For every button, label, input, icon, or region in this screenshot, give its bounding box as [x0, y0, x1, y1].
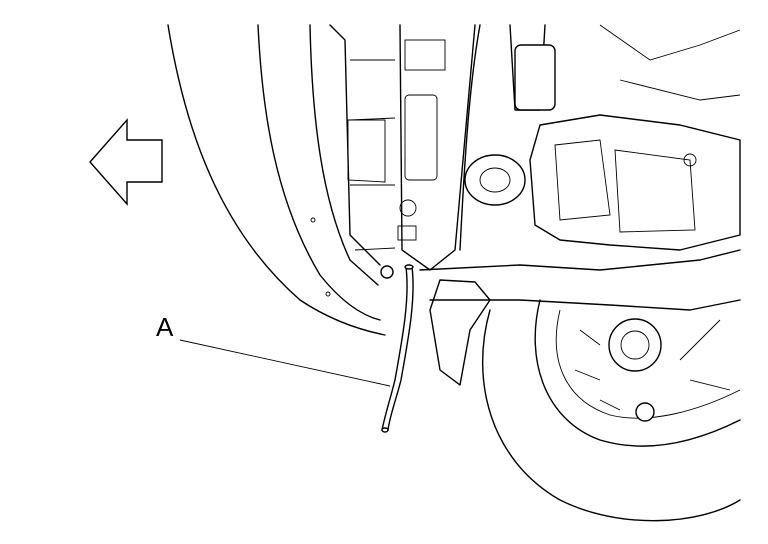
suspension-member — [419, 249, 741, 311]
oil-pan — [529, 114, 741, 251]
callout-label-a: A — [156, 312, 174, 342]
undercover-panel — [329, 24, 381, 266]
tire — [481, 309, 741, 522]
hose — [381, 266, 408, 431]
arrow-left-icon — [89, 118, 163, 206]
bumper-outline — [167, 24, 386, 336]
callout-leader — [179, 339, 391, 387]
